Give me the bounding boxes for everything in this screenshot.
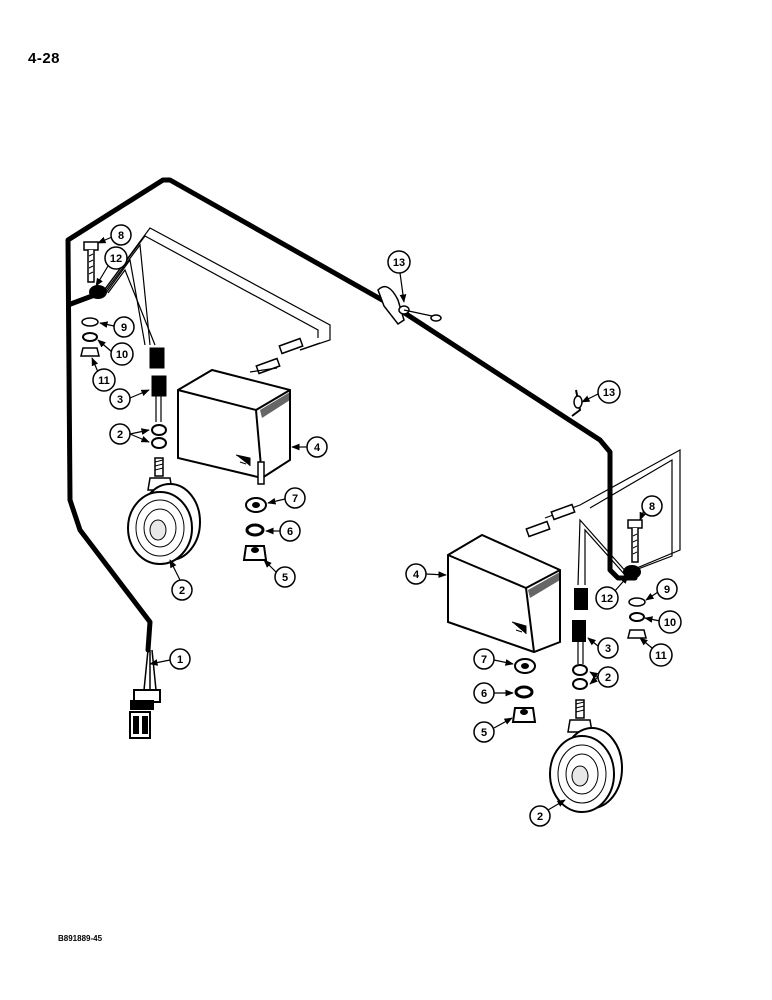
callout-12-right: 12: [595, 575, 629, 610]
callout-10-right: 10: [644, 610, 682, 634]
wire-loops-right: [544, 448, 681, 586]
harness-clip-upper: [377, 285, 442, 326]
callout-5-label: 5: [282, 572, 288, 584]
callout-13-label: 13: [603, 387, 615, 399]
callout-6-right: 6: [473, 682, 514, 704]
callout-5-left: 5: [263, 559, 296, 588]
callout-5-label: 5: [481, 727, 487, 739]
callout-2-label: 2: [179, 585, 185, 597]
callout-2-left-a: 2: [109, 423, 150, 445]
callout-13-lower: 13: [581, 380, 621, 404]
callout-8-label: 8: [118, 230, 124, 242]
callout-2-label: 2: [537, 811, 543, 823]
left-wire-plugs: [249, 337, 321, 375]
left-round-lamp: [127, 424, 201, 565]
harness-clip-lower: [571, 389, 583, 417]
callout-8-right: 8: [639, 495, 663, 521]
right-rect-lamp: [447, 533, 561, 654]
callout-2-right-b: 2: [529, 799, 566, 827]
callout-10-label: 10: [664, 617, 676, 629]
callout-4-label: 4: [413, 569, 420, 581]
callout-3-right: 3: [587, 637, 619, 659]
callout-6-label: 6: [287, 526, 293, 538]
callout-7-left: 7: [267, 487, 306, 509]
callout-2-label: 2: [605, 672, 611, 684]
callout-7-right: 7: [473, 648, 514, 670]
callout-8-left: 8: [97, 224, 132, 246]
callout-10-left: 10: [97, 339, 134, 366]
main-harness: [65, 177, 638, 653]
right-lamp-connector: [572, 588, 588, 664]
callout-3-label: 3: [117, 394, 123, 406]
callout-13-label: 13: [393, 257, 405, 269]
left-lamp-connector: [149, 347, 167, 422]
callout-2-label: 2: [117, 429, 123, 441]
callout-12-label: 12: [601, 593, 613, 605]
left-rect-lamp: [177, 368, 291, 485]
callout-8-label: 8: [649, 501, 655, 513]
left-lamp-hardware: [242, 497, 268, 561]
callout-3-left: 3: [109, 388, 150, 410]
callout-11-left: 11: [91, 357, 116, 392]
callout-5-right: 5: [473, 717, 513, 743]
right-bolt-stack: [623, 519, 647, 639]
right-round-lamp: [549, 664, 623, 813]
callout-10-label: 10: [116, 349, 128, 361]
callout-6-left: 6: [265, 520, 301, 542]
callout-3-label: 3: [605, 643, 611, 655]
right-wire-plugs: [525, 503, 576, 538]
callout-12-label: 12: [110, 253, 122, 265]
callout-4-label: 4: [314, 442, 321, 454]
callout-1-label: 1: [177, 654, 183, 666]
wire-loops-left: [101, 227, 331, 351]
harness-end-connector: [129, 649, 161, 739]
callout-9-left: 9: [99, 316, 135, 338]
callout-7-label: 7: [481, 654, 487, 666]
callout-9-label: 9: [121, 322, 127, 334]
callout-4-left: 4: [291, 436, 328, 458]
callout-12-left: 12: [95, 246, 128, 287]
callout-11-label: 11: [655, 650, 667, 662]
figure-code: B891889-45: [58, 934, 103, 943]
callout-2-right-a: 2: [589, 666, 619, 688]
callout-6-label: 6: [481, 688, 487, 700]
callout-1: 1: [149, 648, 191, 670]
callout-11-label: 11: [98, 375, 110, 387]
callout-7-label: 7: [292, 493, 298, 505]
left-bolt-stack: [80, 241, 107, 357]
callout-11-right: 11: [639, 637, 673, 667]
page-number: 4-28: [28, 50, 61, 67]
callout-2-left-b: 2: [169, 559, 193, 601]
right-lamp-hardware: [511, 658, 537, 723]
callout-9-label: 9: [664, 584, 670, 596]
callout-13-upper: 13: [387, 250, 411, 303]
callout-9-right: 9: [645, 578, 678, 601]
callout-4-right: 4: [405, 563, 447, 585]
